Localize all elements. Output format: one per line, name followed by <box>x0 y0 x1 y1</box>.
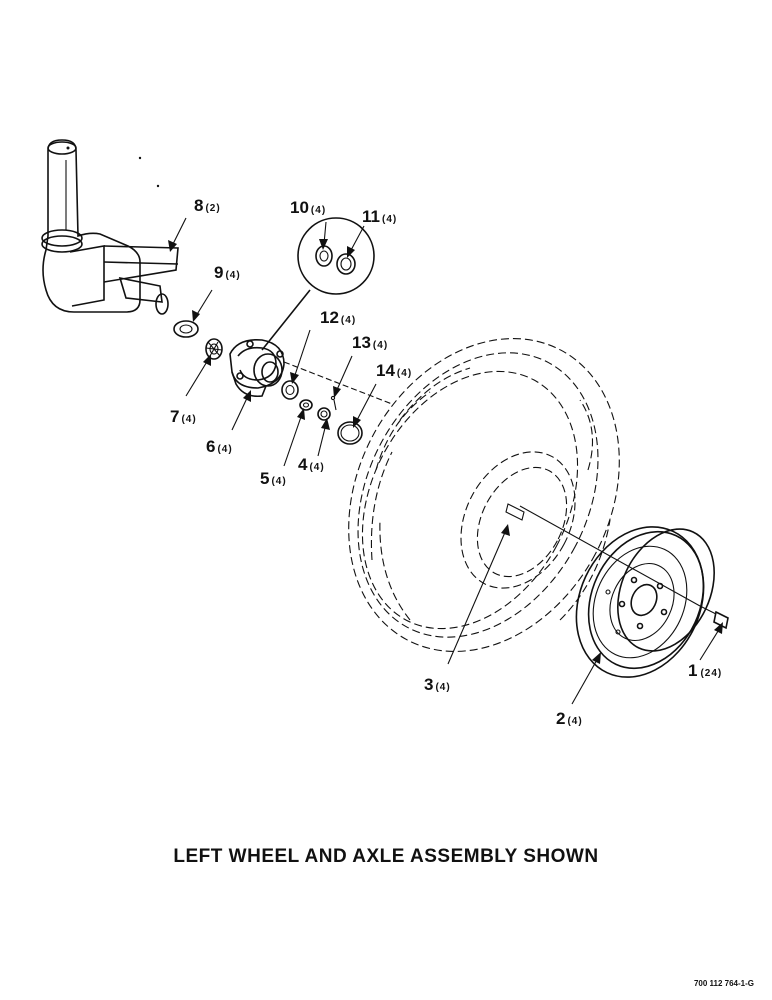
callout-12: 12(4) <box>320 308 356 327</box>
callout-4: 4(4) <box>298 455 325 474</box>
assembly-center-line <box>283 361 393 405</box>
callout-7: 7(4) <box>170 407 197 426</box>
callout-labels: 8(2) 9(4) 10(4) 11(4) 12(4) 13(4) 14(4) … <box>170 196 722 728</box>
diagram-caption: LEFT WHEEL AND AXLE ASSEMBLY SHOWN <box>173 846 599 867</box>
callout-13: 13(4) <box>352 333 388 352</box>
wheel-rim-part-2 <box>575 526 715 678</box>
cotter-pin-part-13 <box>330 395 337 411</box>
callout-5: 5(4) <box>260 469 287 488</box>
wheel-hub-part-6 <box>229 338 285 398</box>
callout-1: 1(24) <box>688 661 722 680</box>
washer-part-5 <box>299 399 313 411</box>
callout-14: 14(4) <box>376 361 412 380</box>
callout-3: 3(4) <box>424 675 451 694</box>
callout-6: 6(4) <box>206 437 233 456</box>
lug-nut-part-1 <box>699 605 729 630</box>
callout-11: 11(4) <box>362 207 397 226</box>
dust-cap-part-14 <box>337 421 363 445</box>
callout-8: 8(2) <box>194 196 221 215</box>
nut-part-4 <box>317 407 331 421</box>
axle-spindle-part-8 <box>41 139 179 315</box>
leader-lines <box>168 217 723 705</box>
seal-part-9 <box>173 320 199 338</box>
callout-9: 9(4) <box>214 263 241 282</box>
document-number: 700 112 764-1-G <box>693 979 754 988</box>
inner-bearing-part-7 <box>205 338 223 360</box>
tire-part-3 <box>348 338 620 652</box>
bearing-cup-detail-circle <box>261 217 375 351</box>
outer-bearing-part-12 <box>281 380 299 400</box>
callout-10: 10(4) <box>290 198 326 217</box>
callout-2: 2(4) <box>556 709 583 728</box>
